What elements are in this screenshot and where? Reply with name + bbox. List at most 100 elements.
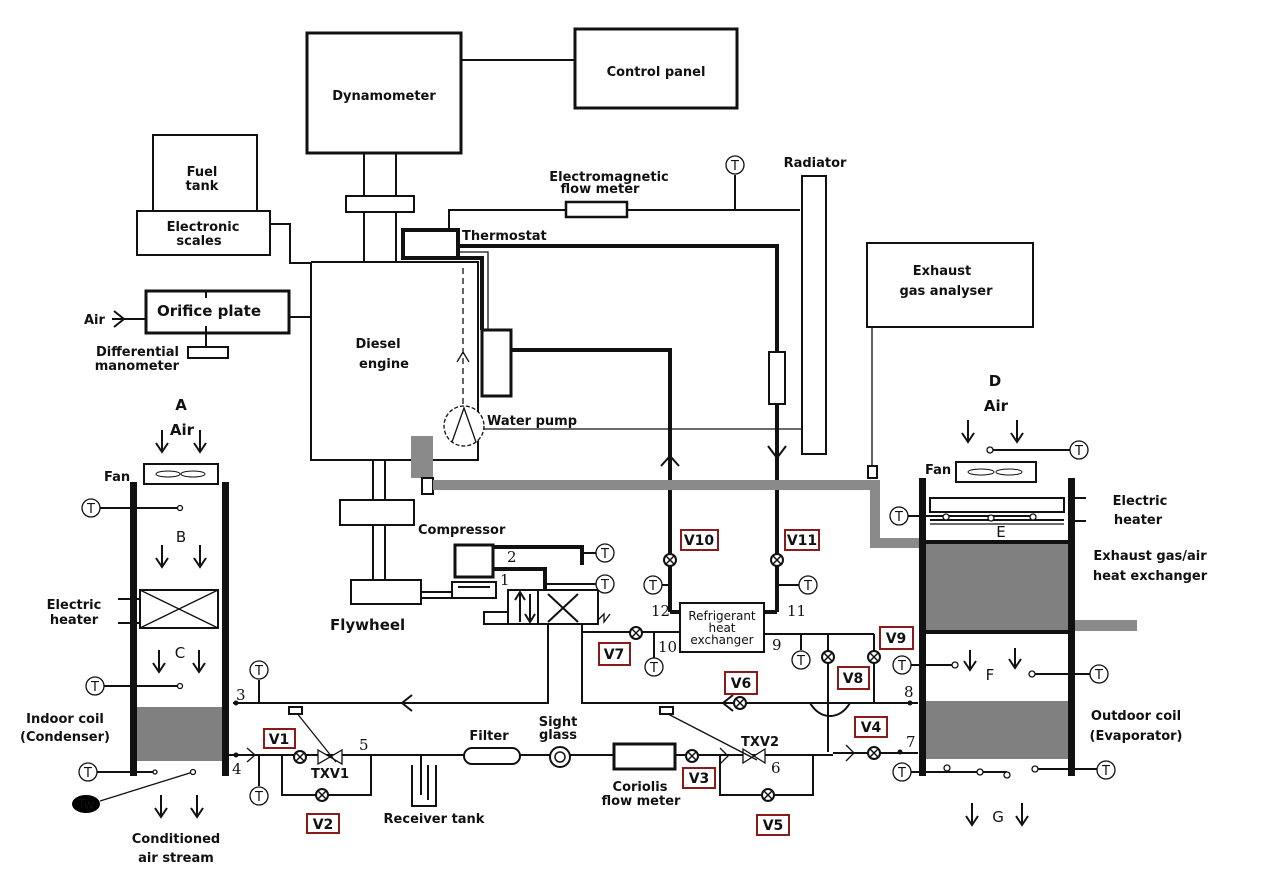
valve-v9-icon[interactable] [867, 650, 881, 664]
svg-text:T: T [83, 766, 92, 781]
orifice-plate: Orifice plate [144, 289, 291, 346]
svg-text:T: T [648, 579, 657, 594]
svg-text:scales: scales [176, 234, 221, 249]
svg-text:T: T [796, 654, 805, 669]
air-inlet-label: Air [84, 313, 106, 328]
exhaust-pipe [433, 480, 924, 548]
valve-tag-v10: V10 [680, 529, 719, 551]
valve-v4-icon[interactable] [867, 746, 881, 760]
svg-text:C: C [175, 644, 185, 662]
svg-text:V2: V2 [313, 817, 334, 833]
valve-v1-icon[interactable] [293, 750, 307, 764]
svg-text:Fan: Fan [104, 470, 130, 485]
svg-text:T: T [254, 790, 263, 805]
svg-text:E: E [996, 523, 1005, 541]
temperature-sensor-e: T [889, 506, 1037, 526]
svg-text:V10: V10 [684, 533, 715, 549]
svg-text:Filter: Filter [469, 729, 509, 744]
svg-text:Flywheel: Flywheel [330, 616, 405, 634]
svg-text:Receiver tank: Receiver tank [384, 812, 485, 827]
temperature-sensor-4: T [249, 755, 269, 806]
temperature-sensor-outlet: T [78, 762, 158, 782]
txv2: TXV2 [659, 706, 779, 765]
valve-v6-icon[interactable] [733, 696, 747, 710]
svg-text:12: 12 [651, 602, 670, 620]
valve-v5-icon[interactable] [761, 788, 775, 802]
filter: Filter [463, 729, 521, 765]
svg-text:(Condenser): (Condenser) [20, 730, 110, 745]
temperature-sensor-d: T [986, 440, 1089, 460]
temperature-sensor-c: T [85, 676, 184, 696]
dynamometer-shaft [345, 153, 415, 262]
svg-text:Electric: Electric [1113, 494, 1168, 509]
svg-text:glass: glass [539, 728, 577, 743]
svg-text:Exhaust gas/air: Exhaust gas/air [1093, 549, 1207, 564]
airflow-arrows-indoor [152, 430, 207, 819]
temperature-sensor-suction: T [545, 574, 615, 594]
svg-text:Electronic: Electronic [167, 220, 240, 235]
thermostat: Thermostat [401, 228, 547, 260]
flow-arrow-right-icon [845, 744, 855, 762]
svg-text:T: T [897, 766, 906, 781]
svg-text:F: F [986, 666, 995, 684]
svg-text:Diesel: Diesel [355, 337, 400, 352]
airflow-arrows-outdoor [961, 420, 1029, 827]
valve-v8-icon[interactable] [821, 650, 835, 664]
svg-text:heater: heater [50, 613, 99, 628]
svg-text:Outdoor coil: Outdoor coil [1091, 709, 1181, 724]
fuel-line [270, 223, 310, 264]
line-to-indoor-coil [233, 624, 549, 704]
svg-text:T: T [600, 547, 609, 562]
engine-shaft [339, 460, 415, 580]
svg-text:flow meter: flow meter [561, 182, 640, 197]
exhaust-gas-analyser: Exhaust gas analyser [866, 242, 1034, 328]
temperature-sensor-9: T [791, 634, 811, 670]
control-panel: Control panel [573, 27, 739, 110]
exhaust-probe [867, 465, 878, 479]
valve-tag-v7: V7 [598, 642, 631, 666]
valve-v10-icon[interactable] [663, 553, 677, 567]
svg-text:V9: V9 [886, 631, 907, 647]
flow-arrow-icon [456, 350, 470, 363]
temperature-sensor-f-outlet: T [1028, 664, 1109, 684]
svg-text:V3: V3 [689, 771, 710, 787]
flow-arrow-left-icon [721, 694, 734, 712]
valve-tag-v3: V3 [682, 767, 716, 789]
svg-text:Electric: Electric [47, 598, 102, 613]
flow-arrow-left-icon [400, 694, 413, 712]
thermostat-line-2 [458, 256, 484, 330]
exhaust-gas-air-heat-exchanger [926, 544, 1068, 630]
thermostat-line [458, 251, 489, 330]
svg-text:Refrigerant: Refrigerant [688, 609, 756, 623]
svg-text:heat exchanger: heat exchanger [1093, 569, 1208, 584]
temperature-sensor-g-inlet: T [892, 762, 1011, 782]
svg-text:Water pump: Water pump [487, 414, 577, 429]
valve-v3-icon[interactable] [685, 749, 699, 763]
discharge-line [493, 545, 584, 565]
flow-arrow-down-icon [767, 445, 787, 460]
svg-text:TXV1: TXV1 [311, 767, 349, 782]
four-way-valve [483, 589, 611, 625]
svg-text:Differential: Differential [96, 345, 179, 360]
exhaust-manifold [411, 436, 433, 478]
valve-v7-icon[interactable] [629, 626, 643, 640]
valve-tag-v8: V8 [837, 666, 870, 690]
svg-text:heater: heater [1114, 513, 1163, 528]
svg-text:T: T [1101, 764, 1110, 779]
indoor-unit: A Air Fan B C Electric heater Indoor coi… [20, 396, 229, 866]
air-inlet-arrow [112, 310, 146, 328]
flow-arrow-up-icon [660, 454, 680, 467]
svg-text:T: T [730, 159, 739, 174]
temperature-sensor-b: T [81, 498, 184, 518]
receiver-tank: Receiver tank [384, 755, 485, 827]
indoor-coil [137, 707, 222, 761]
temperature-sensor-discharge: T [582, 543, 615, 563]
svg-text:Dynamometer: Dynamometer [332, 89, 436, 104]
oil-cooler [480, 328, 513, 398]
valve-v11-icon[interactable] [770, 553, 784, 567]
svg-text:V1: V1 [269, 732, 290, 748]
svg-text:Coriolis: Coriolis [613, 780, 668, 795]
em-flow-meter: Electromagnetic flow meter [549, 170, 669, 219]
svg-text:heat: heat [708, 621, 735, 635]
valve-v2-icon[interactable] [315, 788, 329, 802]
